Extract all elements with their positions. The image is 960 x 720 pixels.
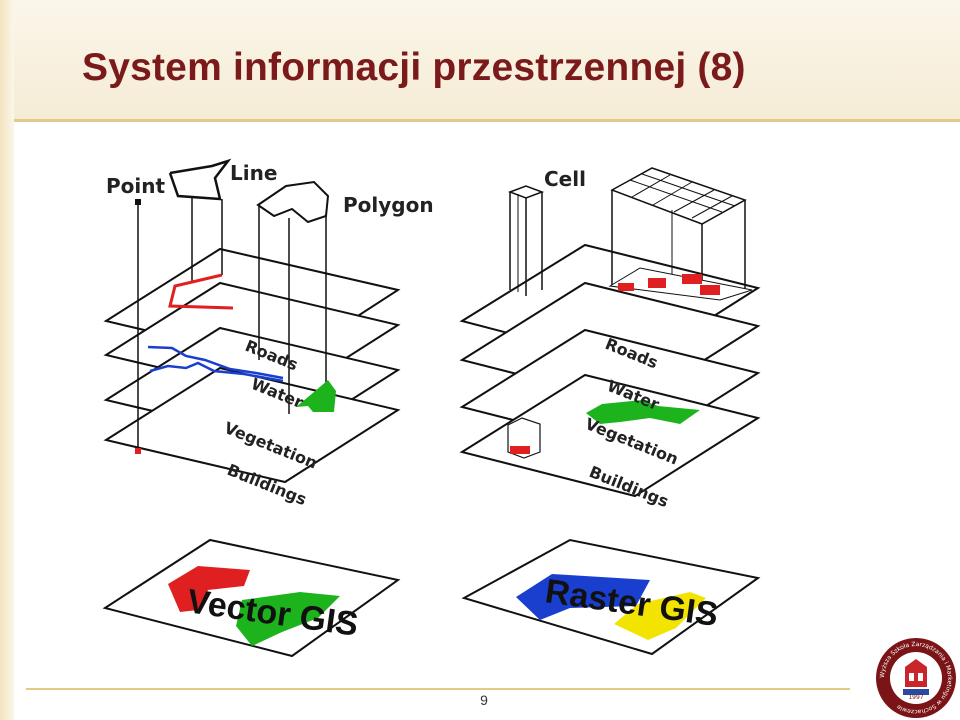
line-label: Line <box>230 161 277 185</box>
logo-year: 1997 <box>908 694 923 701</box>
polygon-shape-top <box>256 180 330 224</box>
raster-grid-line-4 <box>652 181 693 206</box>
raster-layer-plane-buildings <box>459 373 761 498</box>
raster-vegetation-green <box>586 400 700 424</box>
raster-road-cell-4 <box>700 285 720 295</box>
raster-grid-line-2 <box>641 173 736 207</box>
road-red-line <box>168 273 234 310</box>
header-band <box>14 0 960 122</box>
vegetation-green-shape <box>296 380 336 412</box>
left-accent-bar <box>0 0 14 720</box>
raster-road-cell-2 <box>648 278 666 288</box>
footer-divider <box>26 688 850 690</box>
raster-gis-yellow-shape <box>614 592 706 640</box>
water-blue-line-1 <box>147 345 284 380</box>
raster-gis-blue-shape <box>516 574 650 620</box>
cell-top <box>507 185 545 199</box>
raster-building-cell <box>510 446 530 454</box>
raster-grid-top <box>610 167 747 225</box>
vector-panel: Point Line Polygon Roads Water Vegetatio… <box>102 158 434 658</box>
point-label: Point <box>106 174 165 198</box>
raster-grid-line-6 <box>691 195 733 219</box>
raster-road-cell-1 <box>618 283 634 291</box>
school-logo-seal: Wyższa Szkoła Zarządzania i Marketingu w… <box>876 638 956 718</box>
raster-grid-line-1 <box>629 179 723 213</box>
page-number: 9 <box>480 692 488 708</box>
raster-road-cell-3 <box>682 274 702 284</box>
vector-gis-green-shape <box>236 592 340 646</box>
vector-gis-red-shape <box>168 566 250 612</box>
water-blue-line-2 <box>149 361 284 383</box>
vector-gis-plane <box>102 538 401 658</box>
page-title: System informacji przestrzennej (8) <box>82 46 746 89</box>
point-marker-red <box>135 448 141 454</box>
raster-panel: Cell Roads Water Vegetation Buildings Ra… <box>459 167 761 656</box>
raster-grid-line-3 <box>631 174 671 198</box>
polygon-label: Polygon <box>343 193 434 217</box>
raster-grid-line-5 <box>673 189 715 213</box>
point-marker-top <box>135 199 141 205</box>
line-feature-shape <box>168 158 232 201</box>
cell-label: Cell <box>544 167 586 191</box>
